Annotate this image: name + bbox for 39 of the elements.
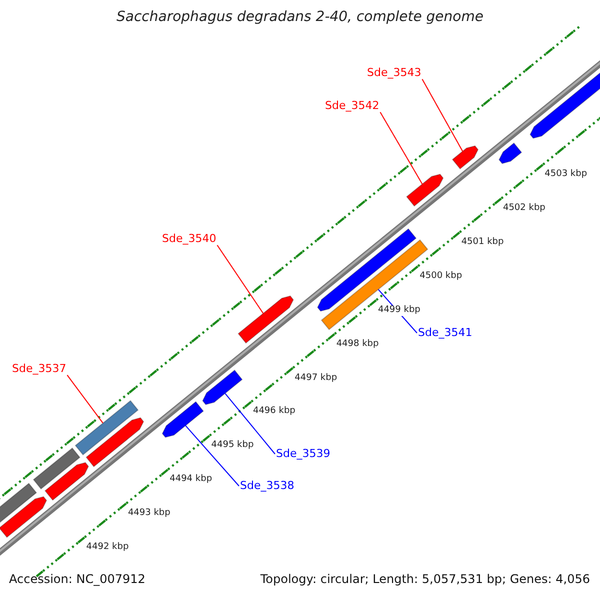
leader-line <box>422 78 464 152</box>
tick-label: 4493 kbp <box>128 509 170 519</box>
gene-block <box>202 370 243 406</box>
gene-label: Sde_3538 <box>240 480 294 492</box>
tick-label: 4498 kbp <box>336 340 379 350</box>
title: Saccharophagus degradans 2-40, complete genome <box>116 10 484 26</box>
gene-block <box>0 496 48 538</box>
leader-line <box>380 112 423 185</box>
leader-line <box>216 244 264 314</box>
tick-label: 4500 kbp <box>420 272 462 282</box>
genome-stats-text: Topology: circular; Length: 5,057,531 bp; Genes: 4,056 <box>260 573 590 586</box>
leader-line <box>185 425 240 486</box>
gene-label: Sde_3539 <box>276 448 330 460</box>
gene-bar <box>74 400 139 456</box>
leader-line <box>66 374 104 424</box>
accession-text: Accession: NC_007912 <box>9 573 146 586</box>
gene-label: Sde_3542 <box>325 100 380 112</box>
gene-block <box>406 174 444 207</box>
tick-label: 4494 kbp <box>170 475 212 486</box>
tick-label: 4503 kbp <box>544 170 588 180</box>
tick-label: 4496 kbp <box>252 407 296 418</box>
gene-label: Sde_3537 <box>12 363 66 376</box>
gene-label: Sde_3540 <box>162 233 216 246</box>
leader-line <box>224 392 276 454</box>
gene-bar <box>32 447 80 490</box>
tick-label: 4492 kbp <box>86 542 129 553</box>
tick-label: 4501 kbp <box>461 238 504 248</box>
gene-block <box>86 417 144 468</box>
gene-block <box>162 401 204 438</box>
gene-block <box>44 462 89 501</box>
tick-label: 4497 kbp <box>294 374 338 384</box>
tick-label: 4499 kbp <box>378 306 420 316</box>
tick-label: 4502 kbp <box>502 204 546 214</box>
gene-block <box>452 145 479 170</box>
gene-label: Sde_3541 <box>418 327 472 340</box>
gene-block <box>498 142 522 164</box>
gene-block <box>238 295 294 344</box>
tick-label: 4495 kbp <box>211 441 254 452</box>
gene-label: Sde_3543 <box>367 67 422 80</box>
